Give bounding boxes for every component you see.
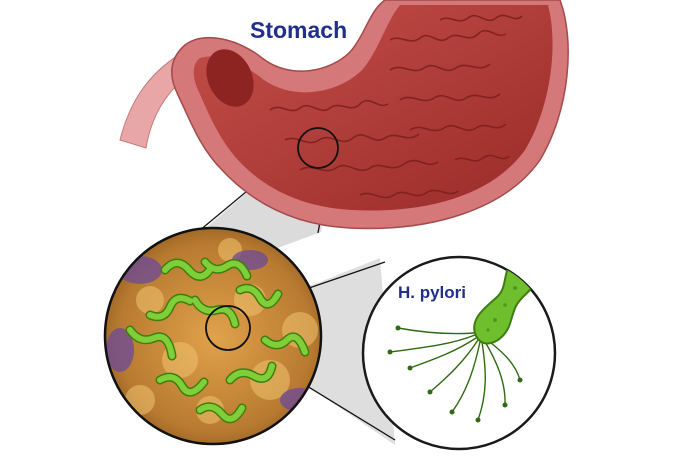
- microscope-view: [105, 228, 321, 444]
- mucosa-folds: [269, 14, 523, 199]
- microscope-circle-outline: [103, 226, 323, 446]
- stomach-zoom-circle: [297, 127, 339, 169]
- flagella-tips: [387, 325, 523, 423]
- stomach-label: Stomach: [250, 17, 348, 43]
- flagella: [389, 327, 521, 421]
- h-pylori-label: H. pylori: [398, 283, 467, 302]
- stomach-opening: [206, 49, 254, 107]
- microscope-zoom-circle: [205, 305, 251, 351]
- bacteria-cluster: [125, 257, 310, 424]
